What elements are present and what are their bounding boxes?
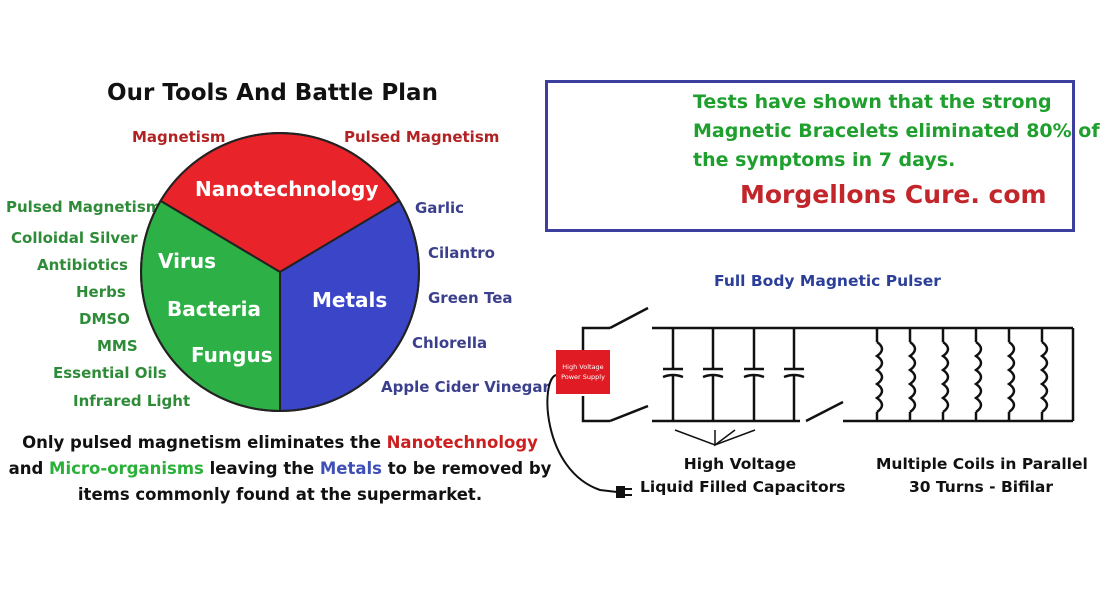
- page-title: Our Tools And Battle Plan: [107, 80, 438, 106]
- green-list-item: Herbs: [76, 283, 126, 301]
- label-magnetism: Magnetism: [132, 128, 226, 146]
- green-list-item: Antibiotics: [37, 256, 128, 274]
- blue-list-item: Chlorella: [412, 334, 488, 352]
- caption-line-2: and Micro-organisms leaving the Metals t…: [0, 456, 560, 482]
- capacitor-label-line: Liquid Filled Capacitors: [640, 478, 846, 496]
- slice-label-metals: Metals: [312, 288, 388, 312]
- promo-line-1: Tests have shown that the strong: [693, 91, 1052, 113]
- caption-highlight-metals: Metals: [319, 459, 382, 478]
- power-supply-label: High Voltage Power Supply: [556, 362, 610, 382]
- coil-label-line: 30 Turns - Bifilar: [908, 478, 1054, 496]
- promo-line-3: the symptoms in 7 days.: [693, 149, 956, 171]
- green-list-item: Essential Oils: [53, 364, 167, 382]
- label-pulsed-magnetism-top: Pulsed Magnetism: [344, 128, 500, 146]
- green-list-item: Colloidal Silver: [11, 229, 138, 247]
- coil: [874, 328, 884, 421]
- slice-label-nanotechnology: Nanotechnology: [195, 177, 379, 201]
- coil: [907, 328, 917, 421]
- capacitor: [783, 328, 805, 421]
- blue-list-item: Garlic: [415, 199, 465, 217]
- promo-site-link[interactable]: Morgellons Cure. com: [740, 180, 1047, 209]
- capacitor: [702, 328, 724, 421]
- coil: [940, 328, 950, 421]
- coil: [973, 328, 983, 421]
- pulser-circuit: [546, 306, 1075, 493]
- slice-label-fungus: Fungus: [191, 343, 273, 367]
- caption-highlight-micro-organisms: Micro-organisms: [49, 459, 204, 478]
- capacitor: [662, 328, 684, 421]
- caption-text: and: [8, 459, 50, 478]
- capacitor-label-line: High Voltage: [683, 455, 797, 473]
- power-supply-label-line: Power Supply: [561, 373, 605, 381]
- caption: Only pulsed magnetism eliminates the Nan…: [0, 430, 560, 508]
- green-list-item: DMSO: [79, 310, 130, 328]
- blue-list-item: Apple Cider Vinegar: [381, 378, 550, 396]
- green-list-item: Pulsed Magnetism: [6, 198, 162, 216]
- blue-list-item: Cilantro: [428, 244, 495, 262]
- pie-diagram: [140, 132, 420, 413]
- caption-text: to be removed by: [382, 459, 552, 478]
- slice-label-bacteria: Bacteria: [167, 297, 261, 321]
- promo-line-2: Magnetic Bracelets eliminated 80% of: [693, 120, 1100, 142]
- power-supply-label-line: High Voltage: [562, 363, 604, 371]
- green-list-item: MMS: [97, 337, 138, 355]
- coil-label-line: Multiple Coils in Parallel: [876, 455, 1088, 473]
- slice-label-virus: Virus: [158, 249, 216, 273]
- power-plug-icon: [616, 486, 632, 498]
- coil: [1039, 328, 1049, 421]
- caption-line-3: items commonly found at the supermarket.: [77, 485, 483, 504]
- power-supply-box: [556, 350, 610, 394]
- diagram-title: Full Body Magnetic Pulser: [714, 272, 941, 290]
- coil-label: Multiple Coils in Parallel 30 Turns - Bi…: [876, 453, 1088, 499]
- capacitor-label: High Voltage Liquid Filled Capacitors: [640, 453, 846, 499]
- caption-text: leaving the: [203, 459, 320, 478]
- caption-text: Only pulsed magnetism eliminates the: [22, 433, 387, 452]
- blue-list-item: Green Tea: [428, 289, 513, 307]
- capacitor: [743, 328, 765, 421]
- coil: [1006, 328, 1016, 421]
- power-cord: [546, 374, 618, 493]
- promo-box: [545, 80, 1075, 232]
- caption-highlight-nanotechnology: Nanotechnology: [386, 433, 538, 452]
- caption-line-1: Only pulsed magnetism eliminates the Nan…: [0, 430, 560, 456]
- green-list-item: Infrared Light: [73, 392, 191, 410]
